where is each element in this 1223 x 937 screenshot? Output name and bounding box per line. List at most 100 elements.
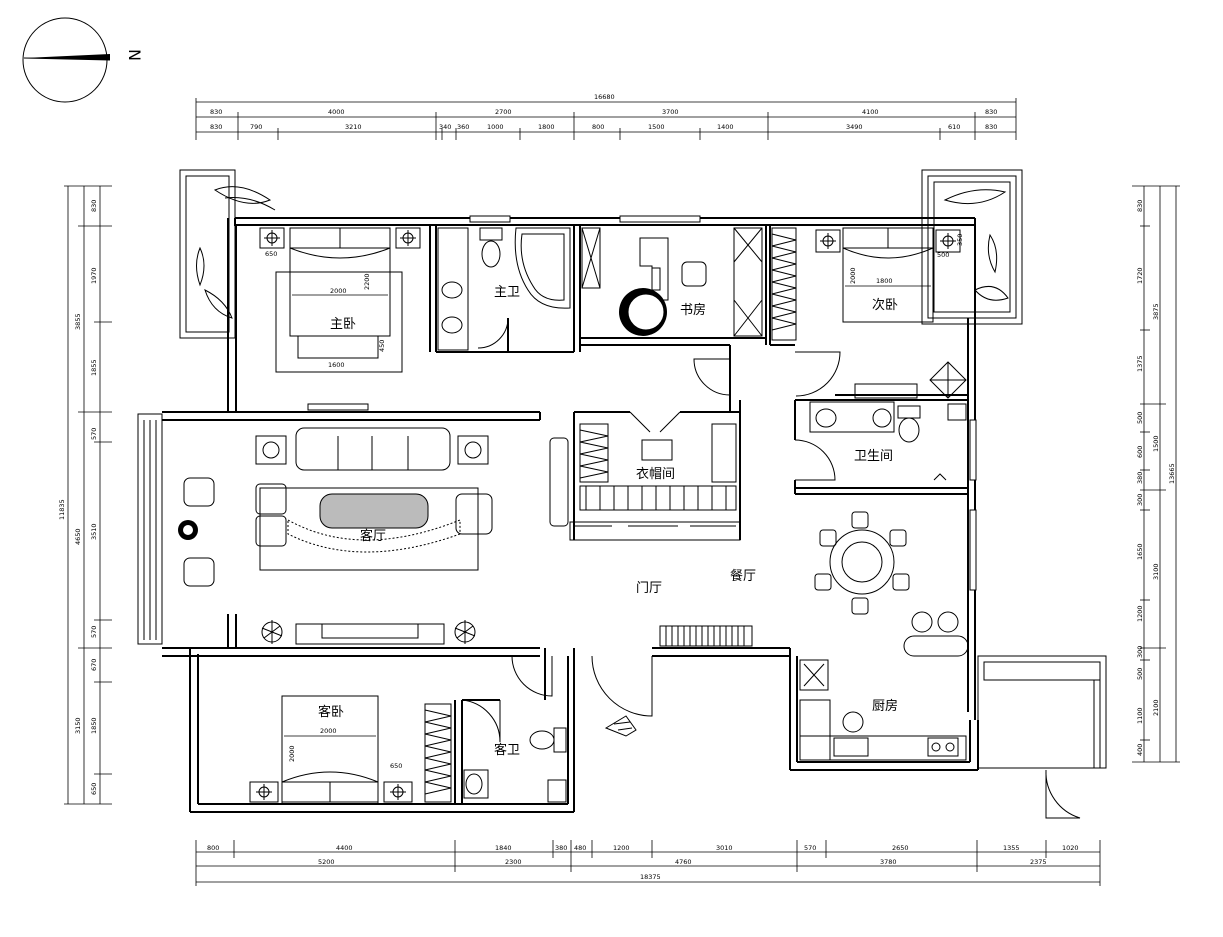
bookshelf (581, 227, 601, 289)
tv-screen (321, 623, 419, 639)
study-chair (681, 261, 707, 287)
lamp-icon (815, 229, 841, 253)
top-dimension-lines: 16680 830 4000 2700 3700 4100 830 830 79… (195, 93, 1017, 140)
stove-icon (927, 737, 959, 757)
dim-right-r1-0: 3875 (1152, 303, 1160, 320)
second-bed-350: 350 (956, 234, 964, 246)
lamp-icon (395, 227, 421, 249)
dim-bot-total: 18375 (640, 873, 661, 881)
vanity-counter (809, 401, 895, 433)
sink-icon (815, 408, 837, 428)
refrigerator (799, 659, 829, 691)
guest-bed-width: 2000 (320, 727, 337, 735)
wardrobe (711, 423, 737, 483)
dim-right-outer: 13665 (1168, 463, 1176, 484)
tv-cabinet (295, 623, 445, 645)
dim-right-r2-5: 380 (1136, 472, 1144, 484)
dim-right-r2-10: 500 (1136, 668, 1144, 680)
master-bath: 主卫 (437, 227, 571, 351)
dim-top-r2-0: 830 (210, 123, 222, 131)
guest-bath: 客卫 (463, 727, 567, 803)
side-table-lamp-icon (457, 435, 489, 465)
carpet (259, 487, 479, 571)
right-dimension-lines: 830 1720 1375 500 600 380 300 1650 1200 … (1132, 185, 1180, 763)
door-guest-bath (461, 699, 501, 743)
dim-bot-r1-4: 480 (574, 844, 586, 852)
room-label-toilet: 卫生间 (854, 449, 893, 464)
door-second-bedroom (795, 351, 841, 397)
balcony-right (977, 655, 1107, 769)
dim-top-r2-11: 610 (948, 123, 960, 131)
dim-right-r2-0: 830 (1136, 200, 1144, 212)
plant-icon (196, 186, 276, 319)
kitchen-counter (799, 699, 831, 761)
dim-right-r2-7: 1650 (1136, 543, 1144, 560)
dim-bot-r2-0: 5200 (318, 858, 335, 866)
bathtub-icon (514, 227, 571, 309)
dining-chair-icon (814, 511, 910, 615)
dim-bot-r2-1: 2300 (505, 858, 522, 866)
armchair-icon (183, 557, 215, 587)
dim-right-r2-3: 500 (1136, 412, 1144, 424)
room-label-walk-in-closet: 衣帽间 (636, 466, 675, 482)
door-closet (629, 411, 681, 433)
door-master-bath (477, 317, 509, 349)
dim-right-r2-1: 1720 (1136, 267, 1144, 284)
plant-icon (943, 189, 1009, 301)
dim-bot-r2-3: 3780 (880, 858, 897, 866)
dim-top-r2-9: 1400 (717, 123, 734, 131)
second-bed-2000: 2000 (849, 267, 857, 284)
potted-plant-icon (454, 620, 476, 644)
door-study-hall (693, 358, 731, 396)
second-bedroom: 1800 2000 500 350 次卧 (771, 227, 964, 341)
dim-top-r2-6: 1800 (538, 123, 555, 131)
room-label-kitchen: 厨房 (872, 698, 898, 714)
dim-top-r1-1: 4000 (328, 108, 345, 116)
dim-left-r2-5: 570 (90, 626, 98, 638)
side-table-lamp-icon (255, 435, 287, 465)
dim-right-r1-3: 2100 (1152, 699, 1160, 716)
wardrobe (424, 703, 452, 803)
picture-frame (307, 403, 369, 411)
dim-top-r1-2: 2700 (495, 108, 512, 116)
bar-counter (903, 611, 969, 657)
dim-right-r1-2: 3100 (1152, 563, 1160, 580)
wardrobe (771, 227, 797, 341)
dim-bot-r1-6: 3010 (716, 844, 733, 852)
armchair (455, 493, 493, 535)
dim-top-r2-7: 800 (592, 123, 604, 131)
guest-bedroom: 2000 2000 650 客卧 (249, 695, 452, 805)
windows (469, 215, 977, 591)
room-label-guest-bath: 客卫 (494, 742, 520, 758)
dim-bot-r2-4: 2375 (1030, 858, 1047, 866)
armchair-icon (183, 477, 215, 507)
room-label-foyer: 门厅 (636, 581, 662, 596)
dim-top-r2-12: 830 (985, 123, 997, 131)
room-label-master-bedroom: 主卧 (330, 317, 356, 332)
dim-right-r2-9: 300 (1136, 646, 1144, 658)
dim-top-r2-4: 360 (457, 123, 469, 131)
room-label-second-bedroom: 次卧 (872, 297, 898, 313)
vanity-counter (437, 227, 469, 351)
room-label-study: 书房 (680, 302, 706, 318)
dim-left-r1-0: 3855 (74, 313, 82, 330)
second-bed-500: 500 (937, 251, 949, 259)
bay-window-left (179, 169, 236, 339)
plants (196, 186, 1009, 644)
walls (137, 169, 1107, 813)
dim-left-r2-0: 830 (90, 200, 98, 212)
room-label-dining-room: 餐厅 (730, 568, 756, 584)
fish-tank (549, 437, 569, 527)
dim-top-r1-4: 4100 (862, 108, 879, 116)
sofa (295, 427, 451, 471)
dim-bot-r1-5: 1200 (613, 844, 630, 852)
sink-icon (441, 281, 463, 299)
dim-bot-r1-8: 2650 (892, 844, 909, 852)
dim-top-r2-1: 790 (250, 123, 262, 131)
dim-bot-r1-1: 4400 (336, 844, 353, 852)
room-label-guest-bedroom: 客卧 (318, 704, 344, 720)
dim-left-r2-6: 670 (90, 659, 98, 671)
dim-bot-r1-10: 1020 (1062, 844, 1079, 852)
coffee-table (319, 493, 429, 529)
master-bed-length: 2200 (363, 273, 371, 290)
